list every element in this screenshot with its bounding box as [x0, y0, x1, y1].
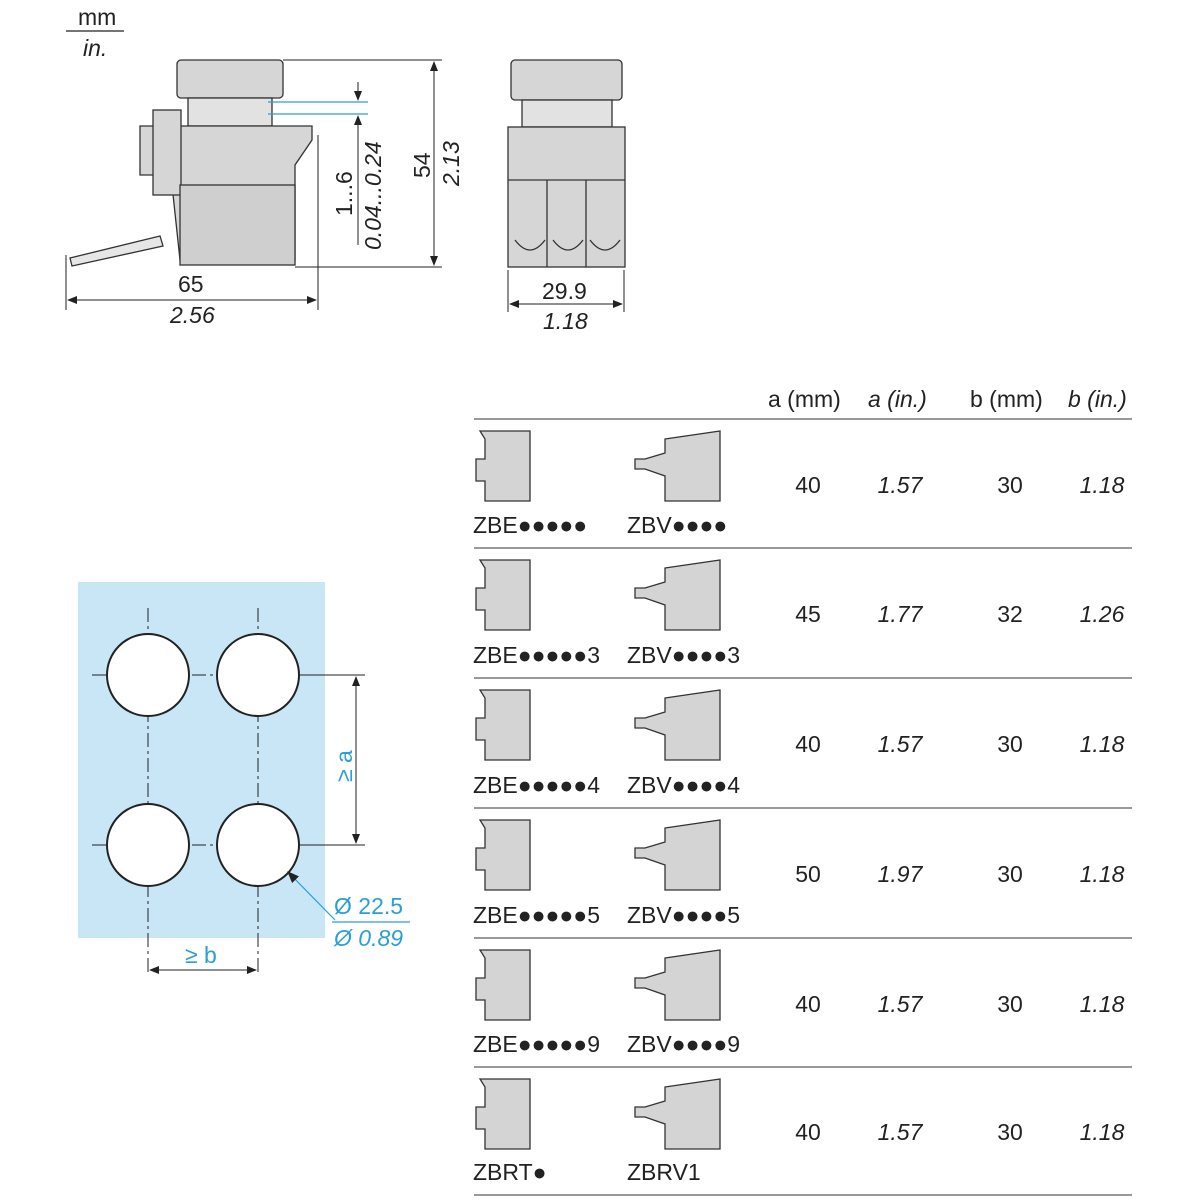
light-block-code: ZBV●●●● [627, 512, 728, 538]
dimension-lines [65, 59, 625, 312]
contact-block-icon [475, 559, 531, 631]
light-block-icon [634, 949, 721, 1021]
front-view-drawing [507, 59, 626, 268]
side-view-drawing [69, 59, 313, 267]
light-block-code: ZBV●●●●5 [627, 902, 741, 928]
a-in-value: 1.57 [877, 1119, 923, 1145]
contact-block-code: ZBE●●●●● [473, 512, 588, 538]
header-b-in: b (in.) [1068, 386, 1127, 412]
b-in-value: 1.18 [1079, 1119, 1125, 1145]
panel-thickness-in: 0.04...0.24 [360, 141, 386, 250]
a-mm-value: 40 [795, 471, 821, 498]
b-in-value: 1.18 [1079, 731, 1125, 757]
diameter-in: Ø 0.89 [334, 925, 404, 951]
light-block-icon [634, 430, 721, 502]
contact-block-code: ZBE●●●●●4 [473, 772, 600, 798]
unit-mm: mm [78, 4, 117, 30]
spacing-a-label: ≥ a [331, 750, 357, 782]
panel-cutout-drawing [78, 582, 410, 975]
light-block-code: ZBV●●●●9 [627, 1031, 741, 1057]
light-block-icon [634, 1078, 721, 1150]
side-width-in: 2.56 [170, 302, 215, 328]
a-in-value: 1.97 [877, 861, 923, 887]
panel-thickness-mm: 1...6 [331, 171, 357, 216]
b-in-value: 1.18 [1079, 471, 1125, 498]
contact-block-icon [475, 819, 531, 891]
header-a-in: a (in.) [868, 386, 927, 412]
header-b-mm: b (mm) [970, 386, 1043, 412]
b-mm-value: 30 [997, 861, 1023, 887]
side-height-mm: 54 [409, 152, 435, 178]
b-mm-value: 30 [997, 471, 1023, 498]
contact-block-code: ZBE●●●●●9 [473, 1031, 600, 1057]
cutout-hole [216, 633, 300, 717]
a-in-value: 1.77 [877, 601, 923, 627]
light-block-icon [634, 559, 721, 631]
b-in-value: 1.18 [1079, 990, 1125, 1017]
b-mm-value: 30 [997, 1119, 1023, 1145]
a-mm-value: 40 [795, 731, 821, 757]
b-in-value: 1.18 [1079, 861, 1125, 887]
contact-block-icon [475, 1078, 531, 1150]
light-block-icon [634, 689, 721, 761]
a-in-value: 1.57 [877, 471, 923, 498]
cutout-hole [106, 633, 190, 717]
contact-block-code: ZBE●●●●●5 [473, 902, 600, 928]
contact-block-icon [475, 430, 531, 502]
contact-block-code: ZBE●●●●●3 [473, 642, 600, 668]
side-height-in: 2.13 [438, 141, 464, 186]
b-mm-value: 30 [997, 990, 1023, 1017]
contact-block-icon [475, 689, 531, 761]
light-block-code: ZBV●●●●4 [627, 772, 741, 798]
spacing-b-label: ≥ b [185, 942, 217, 968]
front-width-mm: 29.9 [542, 278, 587, 304]
panel-thickness-lines [268, 101, 368, 115]
b-in-value: 1.26 [1079, 601, 1125, 627]
contact-block-icon [475, 949, 531, 1021]
cutout-hole [106, 803, 190, 887]
b-mm-value: 32 [997, 601, 1023, 627]
a-mm-value: 40 [795, 1119, 821, 1145]
b-mm-value: 30 [997, 731, 1023, 757]
light-block-code: ZBV●●●●3 [627, 642, 741, 668]
unit-in: in. [83, 35, 108, 61]
a-mm-value: 45 [795, 601, 821, 627]
diameter-mm: Ø 22.5 [334, 893, 404, 919]
a-in-value: 1.57 [877, 731, 923, 757]
table-dividers [474, 418, 1132, 1196]
module-icons [475, 430, 721, 1150]
header-a-mm: a (mm) [768, 386, 841, 412]
a-in-value: 1.57 [877, 990, 923, 1017]
light-block-code: ZBRV1 [627, 1159, 701, 1185]
cutout-hole [216, 803, 300, 887]
front-width-in: 1.18 [543, 308, 588, 334]
contact-block-code: ZBRT● [473, 1159, 547, 1185]
a-mm-value: 40 [795, 990, 821, 1017]
a-mm-value: 50 [795, 861, 821, 887]
side-width-mm: 65 [178, 271, 204, 297]
light-block-icon [634, 819, 721, 891]
